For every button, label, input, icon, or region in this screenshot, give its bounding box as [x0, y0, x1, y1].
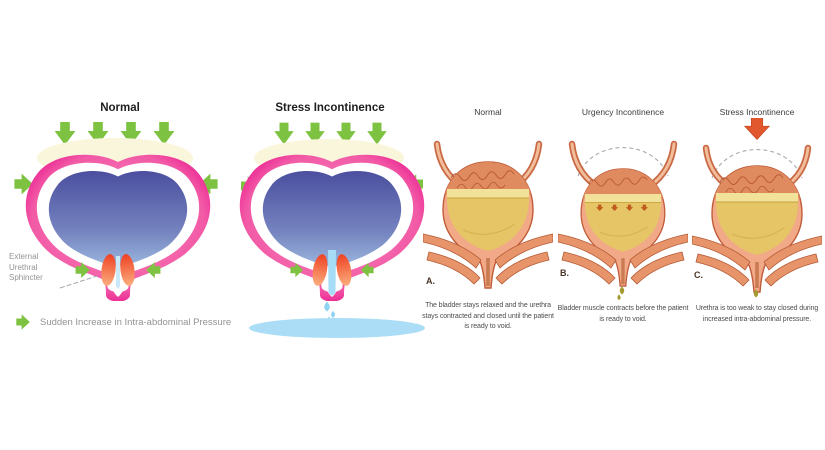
external-urethral-sphincter — [120, 254, 135, 286]
legend-label: Sudden Increase in Intra-abdominal Press… — [40, 316, 232, 328]
dashed-relaxed-outline — [577, 146, 669, 177]
pelvic-floor-muscle — [426, 251, 481, 285]
urine-drop-icons — [617, 286, 625, 300]
bladder-interior — [262, 171, 402, 281]
pelvic-floor-muscles — [692, 235, 822, 287]
external-urethral-sphincter — [312, 254, 328, 286]
pelvic-floor-muscle — [494, 233, 553, 269]
urine-drop-icon — [619, 286, 625, 295]
muscle-wrinkles — [588, 176, 648, 187]
muscle-wrinkles — [456, 181, 506, 191]
external-urethral-sphincter — [336, 254, 352, 286]
dashed-relaxed-outline — [711, 148, 803, 179]
pelvic-floor-muscle — [763, 235, 822, 271]
panel-caption: Urethra is too weak to stay closed durin… — [695, 305, 819, 323]
muscle-wrinkles — [719, 174, 784, 185]
urethra-channel-closed — [116, 256, 120, 289]
urethra — [755, 262, 759, 288]
bladder — [239, 139, 425, 301]
urine-fill — [584, 202, 662, 252]
panel-letter: B. — [560, 268, 569, 278]
pelvic-floor-muscle — [695, 253, 750, 287]
detrusor-muscle — [582, 168, 663, 199]
urine-surface-band — [584, 194, 662, 203]
anatomical-bladder-normal — [423, 140, 553, 289]
panel-normal-title: Normal — [100, 102, 140, 114]
panel-c-title: Stress Incontinence — [719, 107, 795, 117]
pelvic-floor-muscle — [630, 251, 685, 285]
sphincter-label: External Urethral Sphincter — [9, 252, 63, 284]
anatomical-bladder-stress — [692, 118, 822, 298]
bladder — [25, 138, 211, 301]
pelvic-floor-muscle — [629, 233, 688, 269]
detrusor-muscle — [445, 162, 531, 194]
urethra — [621, 258, 625, 285]
compressed-bladder — [711, 165, 803, 293]
panel-letter: A. — [426, 276, 435, 286]
urine-drop-icon — [331, 310, 335, 318]
urine-shading — [462, 223, 516, 235]
down-arrow-icon — [274, 122, 294, 145]
panel-a: Normal — [420, 100, 556, 350]
pelvic-floor-muscle — [561, 251, 616, 285]
urine-shading — [599, 226, 649, 237]
normal-bladder-illustration — [14, 122, 218, 301]
panel-b-title: Urgency Incontinence — [581, 107, 665, 117]
pelvic-floor-muscle — [692, 235, 751, 271]
pressure-arrow-icon — [744, 118, 770, 140]
pelvic-floor-muscle — [558, 233, 617, 269]
urine-puddle — [249, 318, 425, 338]
urine-drop-icons — [753, 289, 759, 298]
urine-fill — [716, 202, 798, 255]
urine-shading — [731, 227, 785, 239]
stress-incontinence-bladder-illustration — [239, 122, 425, 338]
sphincter-label-line: Sphincter — [9, 273, 43, 283]
external-urethral-sphincter — [101, 254, 116, 286]
urine-drop-icon — [324, 301, 330, 312]
panel-caption: Bladder muscle contracts before the pati… — [557, 305, 689, 323]
sphincter-label-line: External — [9, 252, 39, 261]
urine-drop-icon — [753, 289, 759, 298]
right-arrow-icon — [16, 314, 30, 330]
pelvic-floor-muscle — [423, 233, 482, 269]
panel-c: Stress Incontinence — [688, 100, 825, 350]
muscle-wrinkles — [450, 170, 515, 181]
down-arrow-icon — [367, 122, 387, 145]
pelvic-floor-muscles — [558, 233, 688, 285]
sphincter-label-line: Urethral — [9, 262, 38, 272]
pelvic-floor-muscle — [764, 253, 819, 287]
contracted-bladder — [580, 168, 666, 287]
detrusor-muscle — [714, 166, 800, 198]
panel-b: Urgency Incontinence — [555, 100, 691, 350]
urine-drop-icon — [617, 294, 621, 300]
label-leader-line — [59, 275, 98, 289]
panel-stress-title: Stress Incontinence — [275, 102, 385, 114]
urethra — [486, 258, 490, 286]
panel-letter: C. — [694, 270, 703, 280]
urine-surface-band — [447, 189, 529, 198]
panel-caption: The bladder stays relaxed and the urethr… — [422, 302, 554, 330]
legend: Sudden Increase in Intra-abdominal Press… — [12, 313, 231, 331]
bladder-interior — [48, 171, 188, 281]
panel-a-title: Normal — [474, 107, 502, 117]
urine-fill — [447, 198, 529, 251]
urine-surface-band — [716, 193, 798, 202]
urethra-channel-open — [328, 250, 336, 296]
muscle-wrinkles — [725, 185, 775, 195]
pelvic-floor-muscle — [495, 251, 550, 285]
anatomical-bladder-urgency — [558, 140, 688, 300]
bladder — [442, 161, 534, 289]
pelvic-floor-muscles — [423, 233, 553, 285]
